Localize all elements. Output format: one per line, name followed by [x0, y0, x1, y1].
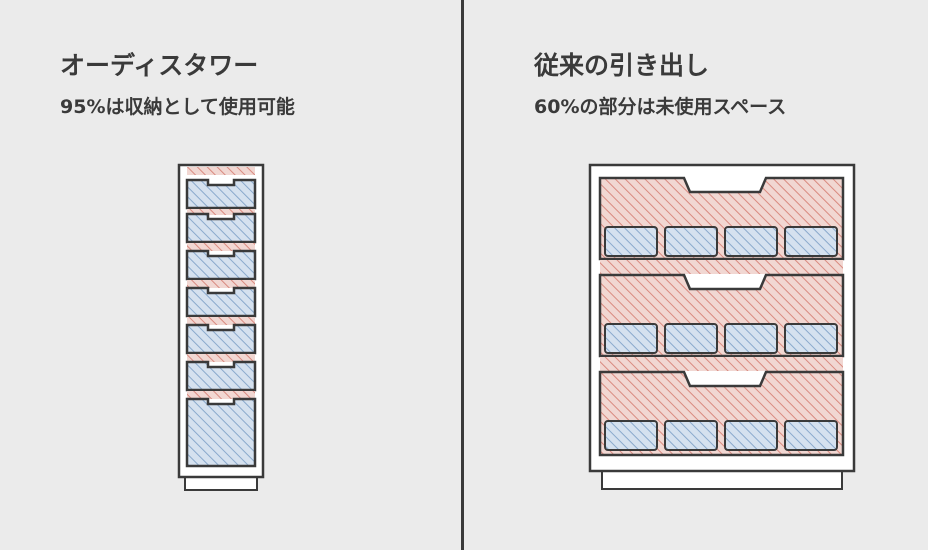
storage-bin — [604, 226, 658, 257]
right-title: 従来の引き出し — [534, 51, 710, 80]
storage-bin — [724, 323, 778, 354]
tower-drawer — [185, 212, 257, 244]
center-divider — [461, 0, 464, 550]
drawer-gap — [600, 357, 843, 371]
tower-top-gap — [187, 167, 255, 175]
storage-bin — [784, 420, 838, 451]
storage-bin — [724, 420, 778, 451]
conventional-drawer — [598, 370, 845, 457]
tower-drawer-gap — [187, 280, 255, 288]
conventional-drawer — [598, 176, 845, 261]
tower-drawer — [185, 286, 257, 318]
drawer-gap — [600, 260, 843, 274]
tower-drawer-large — [185, 397, 257, 468]
storage-bin — [604, 323, 658, 354]
storage-bin — [664, 226, 718, 257]
cabinet-base — [601, 470, 843, 490]
storage-bin — [604, 420, 658, 451]
tower-drawer-gap — [187, 243, 255, 251]
conventional-drawer-unit — [588, 163, 856, 490]
right-subtitle: 60%の部分は未使用スペース — [534, 96, 787, 118]
tower-drawer — [185, 360, 257, 392]
storage-bin — [784, 323, 838, 354]
tower-drawer-gap — [187, 354, 255, 362]
storage-bin — [664, 323, 718, 354]
conventional-drawer — [598, 273, 845, 358]
left-title: オーディスタワー — [60, 51, 259, 80]
storage-bin — [784, 226, 838, 257]
tower-base — [184, 476, 258, 491]
tower-drawer — [185, 249, 257, 281]
tower-unit — [177, 163, 265, 491]
tower-drawer-gap — [187, 209, 255, 215]
tower-drawer — [185, 323, 257, 355]
tower-drawer-gap — [187, 317, 255, 325]
left-subtitle: 95%は収納として使用可能 — [60, 96, 295, 118]
tower-drawer-gap — [187, 391, 255, 399]
tower-drawer — [185, 178, 257, 210]
storage-bin — [724, 226, 778, 257]
storage-bin — [664, 420, 718, 451]
